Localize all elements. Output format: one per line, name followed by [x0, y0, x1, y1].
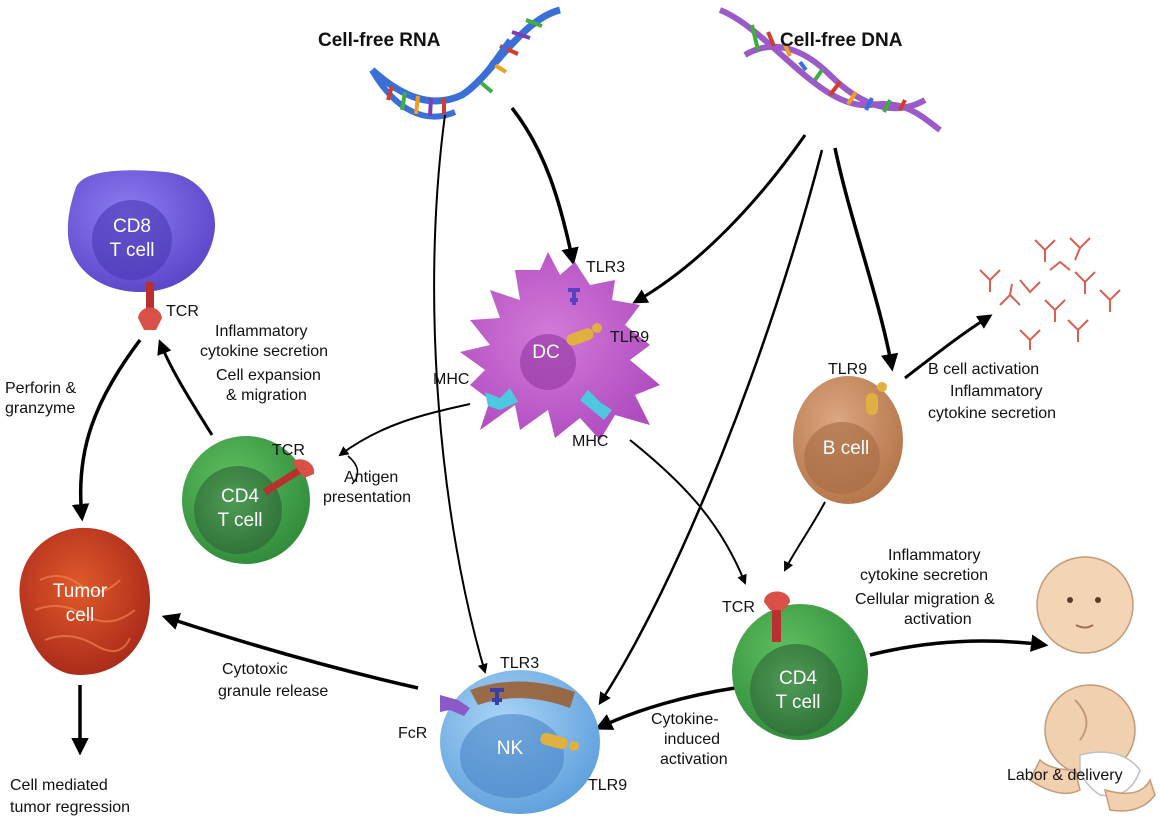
cd4-t-cell-right: CD4 T cell — [732, 591, 868, 740]
cytokine-induced-text-2: induced — [664, 731, 720, 748]
tlr3-nk-label: TLR3 — [500, 655, 539, 672]
tumor-cell: Tumor cell — [19, 527, 150, 675]
arrow-dna-to-nk — [598, 149, 824, 706]
rna-helix-icon — [369, 6, 562, 120]
fcr-label: FcR — [398, 725, 427, 742]
cd8-t-cell: CD8 T cell — [67, 170, 216, 330]
tcr-cd4-right-label: TCR — [722, 599, 755, 616]
labor-label: Labor & delivery — [1007, 767, 1123, 784]
cd4-to-cd8-text-2: cytokine secretion — [200, 343, 328, 360]
cytotoxic-text-1: Cytotoxic — [222, 661, 288, 678]
arrow-dc-to-cd4 — [338, 403, 471, 457]
tlr9-b-label: TLR9 — [828, 361, 867, 378]
arrow-b-to-cd4 — [784, 501, 826, 572]
b-activation-text-2: Inflammatory — [950, 383, 1042, 400]
cd4-right-label-1: CD4 — [779, 668, 817, 689]
arrow-rna-to-dc — [510, 106, 579, 266]
arrow-dc-to-cd4-right — [629, 439, 747, 585]
cd4-to-baby-text-2: cytokine secretion — [860, 567, 988, 584]
cytotoxic-text-2: granule release — [218, 683, 328, 700]
cd8-label-1: CD8 — [113, 216, 151, 237]
arrow-rna-to-nk — [433, 114, 488, 674]
cd4-right-label-2: T cell — [775, 692, 820, 713]
cd4-t-cell-left: CD4 T cell — [182, 436, 315, 564]
b-activation-text-1: B cell activation — [928, 361, 1039, 378]
baby-icon — [1029, 556, 1156, 812]
tumor-label-2: cell — [66, 605, 95, 626]
nk-cell: NK — [440, 670, 600, 814]
regression-text-1: Cell mediated — [10, 777, 108, 794]
regression-text-2: tumor regression — [10, 799, 130, 816]
arrows — [71, 106, 1049, 756]
cytokine-induced-text-1: Cytokine- — [651, 711, 719, 728]
arrow-cd4-to-baby — [869, 634, 1049, 657]
cd4-to-cd8-text-3: Cell expansion — [216, 367, 321, 384]
arrow-dna-to-b — [833, 147, 899, 372]
perforin-text-1: Perforin & — [5, 380, 76, 397]
tlr9-nk-label: TLR9 — [588, 777, 627, 794]
arrow-cd4-to-nk — [594, 686, 736, 730]
antibodies-icon — [979, 237, 1121, 350]
cd4-to-baby-text-3: Cellular migration & — [855, 591, 995, 608]
arrow-b-to-antibodies — [904, 314, 993, 380]
arrow-dna-to-dc — [632, 134, 807, 304]
cd4-to-cd8-text-4: & migration — [226, 387, 307, 404]
mhc-left-label: MHC — [433, 371, 469, 388]
cytokine-induced-text-3: activation — [660, 751, 728, 768]
cd4-to-baby-text-4: activation — [904, 611, 972, 628]
cd4-to-baby-text-1: Inflammatory — [888, 547, 980, 564]
antigen-text-2: presentation — [323, 489, 411, 506]
tcr-cd8-label: TCR — [166, 303, 199, 320]
mhc-right-label: MHC — [572, 433, 608, 450]
antigen-bracket — [347, 455, 359, 485]
cell-free-dna-label: Cell-free DNA — [780, 30, 903, 51]
nk-label: NK — [497, 738, 524, 759]
b-cell: B cell — [793, 376, 903, 504]
dna-helix-icon — [718, 7, 942, 133]
arrow-nk-to-tumor — [161, 613, 419, 690]
cd4-to-cd8-text-1: Inflammatory — [215, 323, 307, 340]
cd8-label-2: T cell — [109, 240, 154, 261]
cd4-left-label-2: T cell — [217, 510, 262, 531]
arrow-cd4-to-cd8 — [157, 339, 214, 436]
cell-free-rna-label: Cell-free RNA — [318, 30, 441, 51]
arrow-cd8-to-tumor — [71, 338, 142, 522]
cd4-left-label-1: CD4 — [221, 486, 259, 507]
tlr3-dc-label: TLR3 — [586, 259, 625, 276]
antigen-text-1: Antigen — [344, 469, 398, 486]
tcr-cd4-left-label: TCR — [272, 442, 305, 459]
dc-label: DC — [532, 342, 559, 363]
dendritic-cell: DC — [460, 252, 660, 440]
perforin-text-2: granzyme — [5, 400, 75, 417]
b-activation-text-3: cytokine secretion — [928, 405, 1056, 422]
tlr9-dc-label: TLR9 — [610, 329, 649, 346]
b-cell-label: B cell — [823, 438, 869, 459]
tumor-label-1: Tumor — [53, 581, 108, 602]
